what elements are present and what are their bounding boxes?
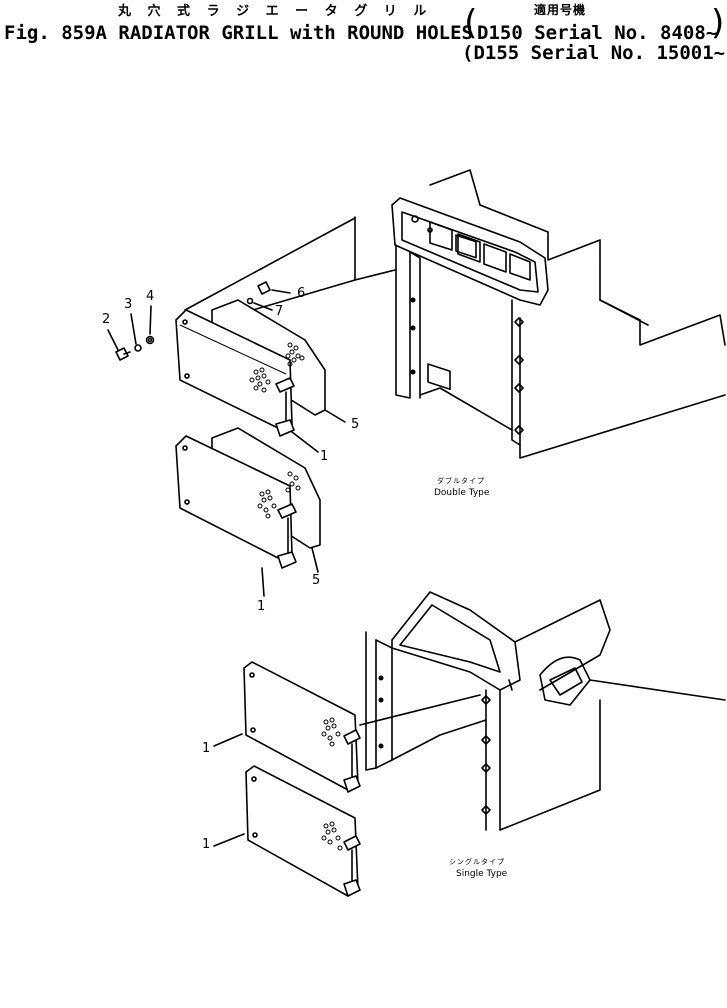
callout-7: 7 [275, 304, 284, 319]
single-grill-lower [213, 765, 361, 897]
single-lower-hole-pattern [321, 821, 343, 851]
callout-1-lower: 1 [257, 599, 266, 614]
callout-6: 6 [297, 286, 306, 301]
callout-5-lower: 5 [312, 573, 321, 588]
japanese-title: 丸 穴 式 ラ ジ エ ー タ グ リ ル [118, 4, 433, 19]
callout-5-upper: 5 [351, 417, 360, 432]
single-type-label: Single Type [456, 869, 508, 879]
lower-grill-assembly [175, 427, 321, 597]
lower-hole-pattern [257, 471, 301, 519]
callout-1-upper: 1 [320, 449, 329, 464]
single-type-jp-label: シングルタイプ [449, 858, 505, 866]
figure-title: Fig. 859A RADIATOR GRILL with ROUND HOLE… [4, 22, 473, 44]
callout-2: 2 [102, 312, 111, 327]
callout-3: 3 [124, 297, 133, 312]
upper-grill-assembly [107, 281, 346, 453]
callout-4: 4 [146, 289, 155, 304]
paren-close: ) [708, 3, 727, 43]
callout-1-single-lower: 1 [202, 837, 211, 852]
upper-hole-pattern [249, 342, 305, 393]
applicable-models-label: 適用号機 [534, 3, 587, 17]
callout-1-single-upper: 1 [202, 741, 211, 756]
serial-d155: (D155 Serial No. 15001~) [462, 42, 727, 64]
single-type-radiator-mask [359, 591, 726, 831]
paren-open: ( [460, 3, 481, 43]
single-grill-upper [213, 661, 361, 793]
serial-d150: D150 Serial No. 8408~ [477, 22, 718, 44]
double-type-radiator-mask [354, 169, 726, 459]
single-upper-hole-pattern [321, 717, 341, 747]
double-type-jp-label: ダブルタイプ [437, 477, 485, 485]
double-type-label: Double Type [434, 488, 490, 498]
